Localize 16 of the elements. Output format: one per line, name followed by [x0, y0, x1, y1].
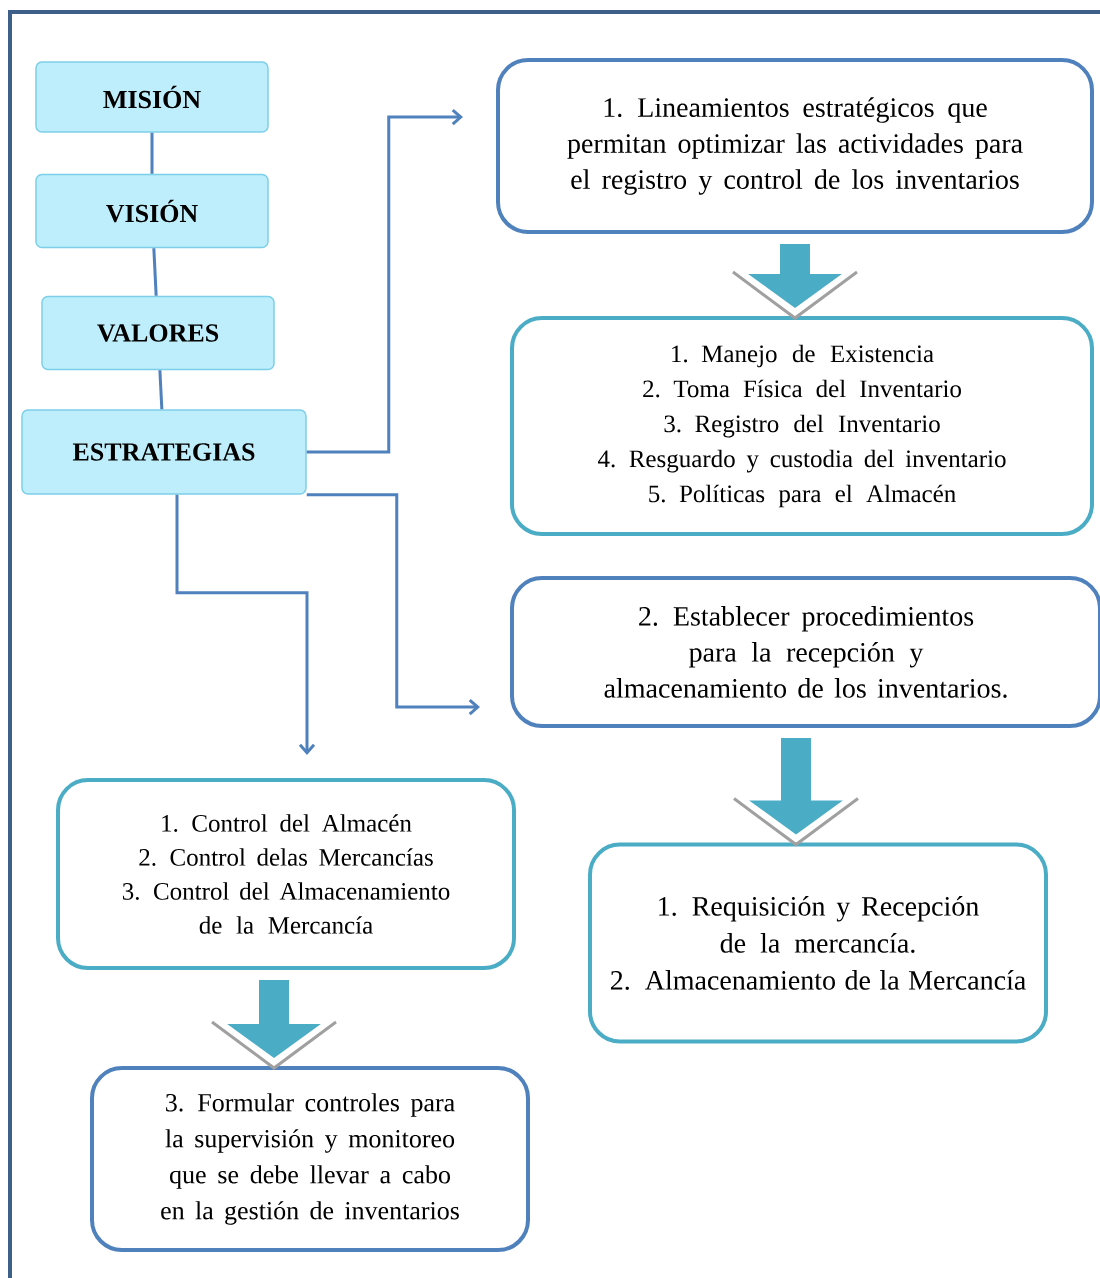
connector-line — [158, 370, 164, 410]
list-box: 1. Manejo de Existencia 2. Toma Física del Inventario 3. Registro del Inventario 4. Resguardo y custodia del inventario 5. Políticas para el Almacén — [510, 316, 1094, 536]
process-box: 2. Establecer procedimientos para la recepción y almacenamiento de los inventarios. — [510, 576, 1100, 728]
connector-line — [150, 132, 154, 174]
arrow — [175, 494, 316, 755]
arrow — [306, 493, 480, 716]
heading-box: MISIÓN — [35, 61, 269, 133]
process-box: 1. Lineamientos estratégicos que permitan optimizar las actividades para el registro y control de los inventarios — [496, 58, 1094, 234]
heading-box: VISIÓN — [35, 173, 269, 249]
arrow — [306, 108, 463, 454]
heading-box: ESTRATEGIAS — [21, 409, 307, 495]
process-box: 3. Formular controles para la supervisión y monitoreo que se debe llevar a cabo en la gestión de inventarios — [90, 1066, 530, 1252]
list-box: 1. Requisición y Recepción de la mercancía. 2. Almacenamiento de la Mercancía — [588, 842, 1048, 1044]
connector-line — [152, 248, 158, 296]
heading-box: VALORES — [41, 295, 275, 371]
list-box: 1. Control del Almacén 2. Control delas Mercancías 3. Control del Almacenamiento de la Mercancía — [56, 778, 516, 970]
